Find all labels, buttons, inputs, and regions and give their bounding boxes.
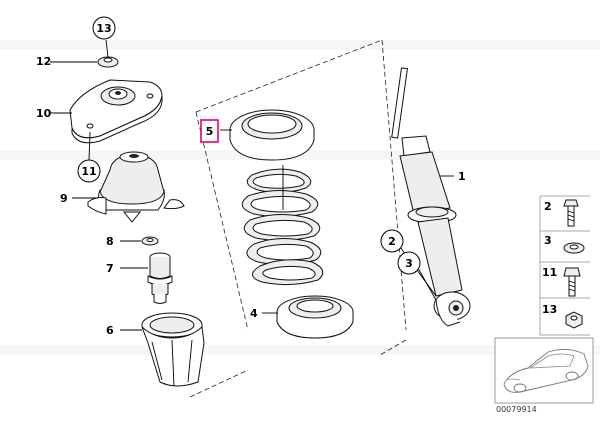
svg-text:5: 5: [206, 125, 214, 138]
part-10-top-mount: [69, 79, 163, 144]
svg-text:2: 2: [388, 235, 396, 248]
hex-bolt-icon: [563, 267, 581, 297]
callout-5[interactable]: 5: [200, 119, 219, 143]
part-13-cap: [97, 56, 119, 68]
callout-8[interactable]: 8: [106, 235, 114, 248]
callout-13[interactable]: 13: [92, 16, 116, 40]
car-icon: [503, 349, 589, 393]
spring-group-outline: [189, 39, 407, 398]
document-number: 00079914: [496, 405, 537, 414]
callout-2[interactable]: 2: [380, 229, 404, 253]
part-5-spring-seat: [229, 109, 315, 161]
svg-text:2: 2: [544, 200, 552, 213]
svg-text:11: 11: [81, 165, 96, 178]
callout-7[interactable]: 7: [106, 262, 114, 275]
hardware-legend: [539, 195, 590, 336]
part-7-bump-stop: [147, 252, 173, 304]
bolt-icon: [563, 199, 579, 227]
washer-icon: [563, 242, 585, 254]
legend-item-11[interactable]: 11: [542, 266, 581, 297]
callout-4[interactable]: 4: [250, 307, 258, 320]
callout-9[interactable]: 9: [60, 192, 68, 205]
svg-text:3: 3: [405, 257, 413, 270]
svg-text:3: 3: [544, 234, 552, 247]
nut-icon: [565, 311, 583, 329]
part-1-shock-absorber: [391, 67, 471, 327]
callout-11[interactable]: 11: [77, 159, 101, 183]
callout-3[interactable]: 3: [397, 251, 421, 275]
callout-12[interactable]: 12: [36, 55, 51, 68]
callout-6[interactable]: 6: [106, 324, 114, 337]
svg-text:11: 11: [542, 266, 557, 279]
legend-item-3[interactable]: 3: [544, 234, 585, 254]
part-9-support-cup: [87, 151, 185, 223]
vehicle-thumbnail: [494, 337, 594, 404]
legend-item-13[interactable]: 13: [542, 303, 583, 329]
callout-10[interactable]: 10: [36, 107, 52, 120]
legend-item-2[interactable]: 2: [544, 199, 579, 227]
part-4-lower-spring-pad: [276, 295, 354, 339]
coil-spring: [241, 165, 324, 286]
svg-text:13: 13: [542, 303, 557, 316]
part-8-washer: [141, 236, 159, 246]
callout-1[interactable]: 1: [458, 170, 466, 183]
svg-text:13: 13: [96, 22, 111, 35]
part-6-dust-boot: [141, 312, 205, 387]
